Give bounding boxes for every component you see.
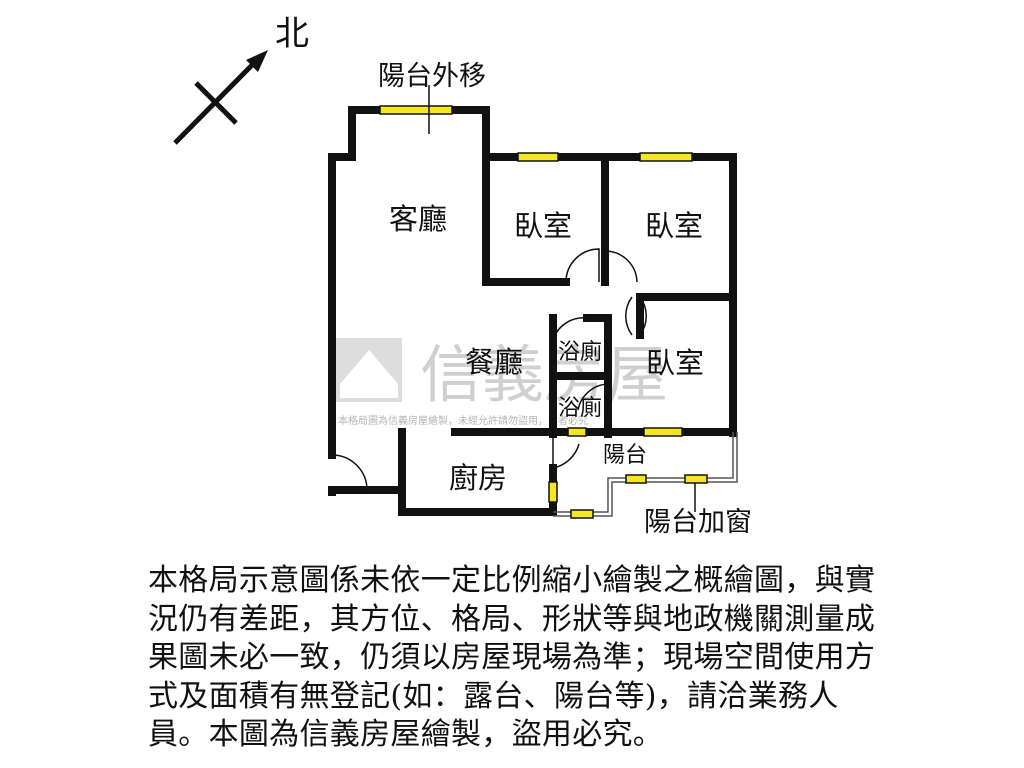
walls [328, 106, 737, 516]
windows [379, 105, 708, 519]
room-bathroom-1: 浴廁 [558, 340, 602, 365]
watermark: 信義房屋 本格局圖為信義房屋繪製，未經允許請勿盜用，違者必究 [336, 338, 668, 427]
room-bedroom-2: 臥室 [645, 209, 703, 243]
disclaimer-text: 本格局示意圖係未依一定比例縮小繪製之概繪圖，與實況仍有差距，其方位、格局、形狀等… [148, 563, 876, 752]
compass-icon [173, 50, 268, 145]
room-balcony: 陽台 [603, 443, 647, 468]
room-living-room: 客廳 [389, 202, 447, 236]
room-bedroom-1: 臥室 [514, 209, 572, 243]
annotation-balcony-moved-out: 陽台外移 [378, 61, 486, 92]
room-bathroom-2: 浴廁 [558, 396, 602, 421]
room-bedroom-3: 臥室 [646, 346, 704, 380]
annotation-balcony-window-added: 陽台加窗 [644, 507, 752, 538]
house-logo-icon [336, 338, 402, 402]
north-label: 北 [275, 14, 309, 54]
floor-plan: 北 信義房屋 本格局圖為信義房屋繪製，未經允許請勿盜用，違者必究 [173, 14, 752, 538]
room-kitchen: 廚房 [449, 461, 507, 495]
room-dining-room: 餐廳 [465, 345, 523, 379]
watermark-brand: 信義房屋 [420, 338, 668, 411]
watermark-notice: 本格局圖為信義房屋繪製，未經允許請勿盜用，違者必究 [338, 414, 588, 427]
doors [331, 248, 647, 491]
